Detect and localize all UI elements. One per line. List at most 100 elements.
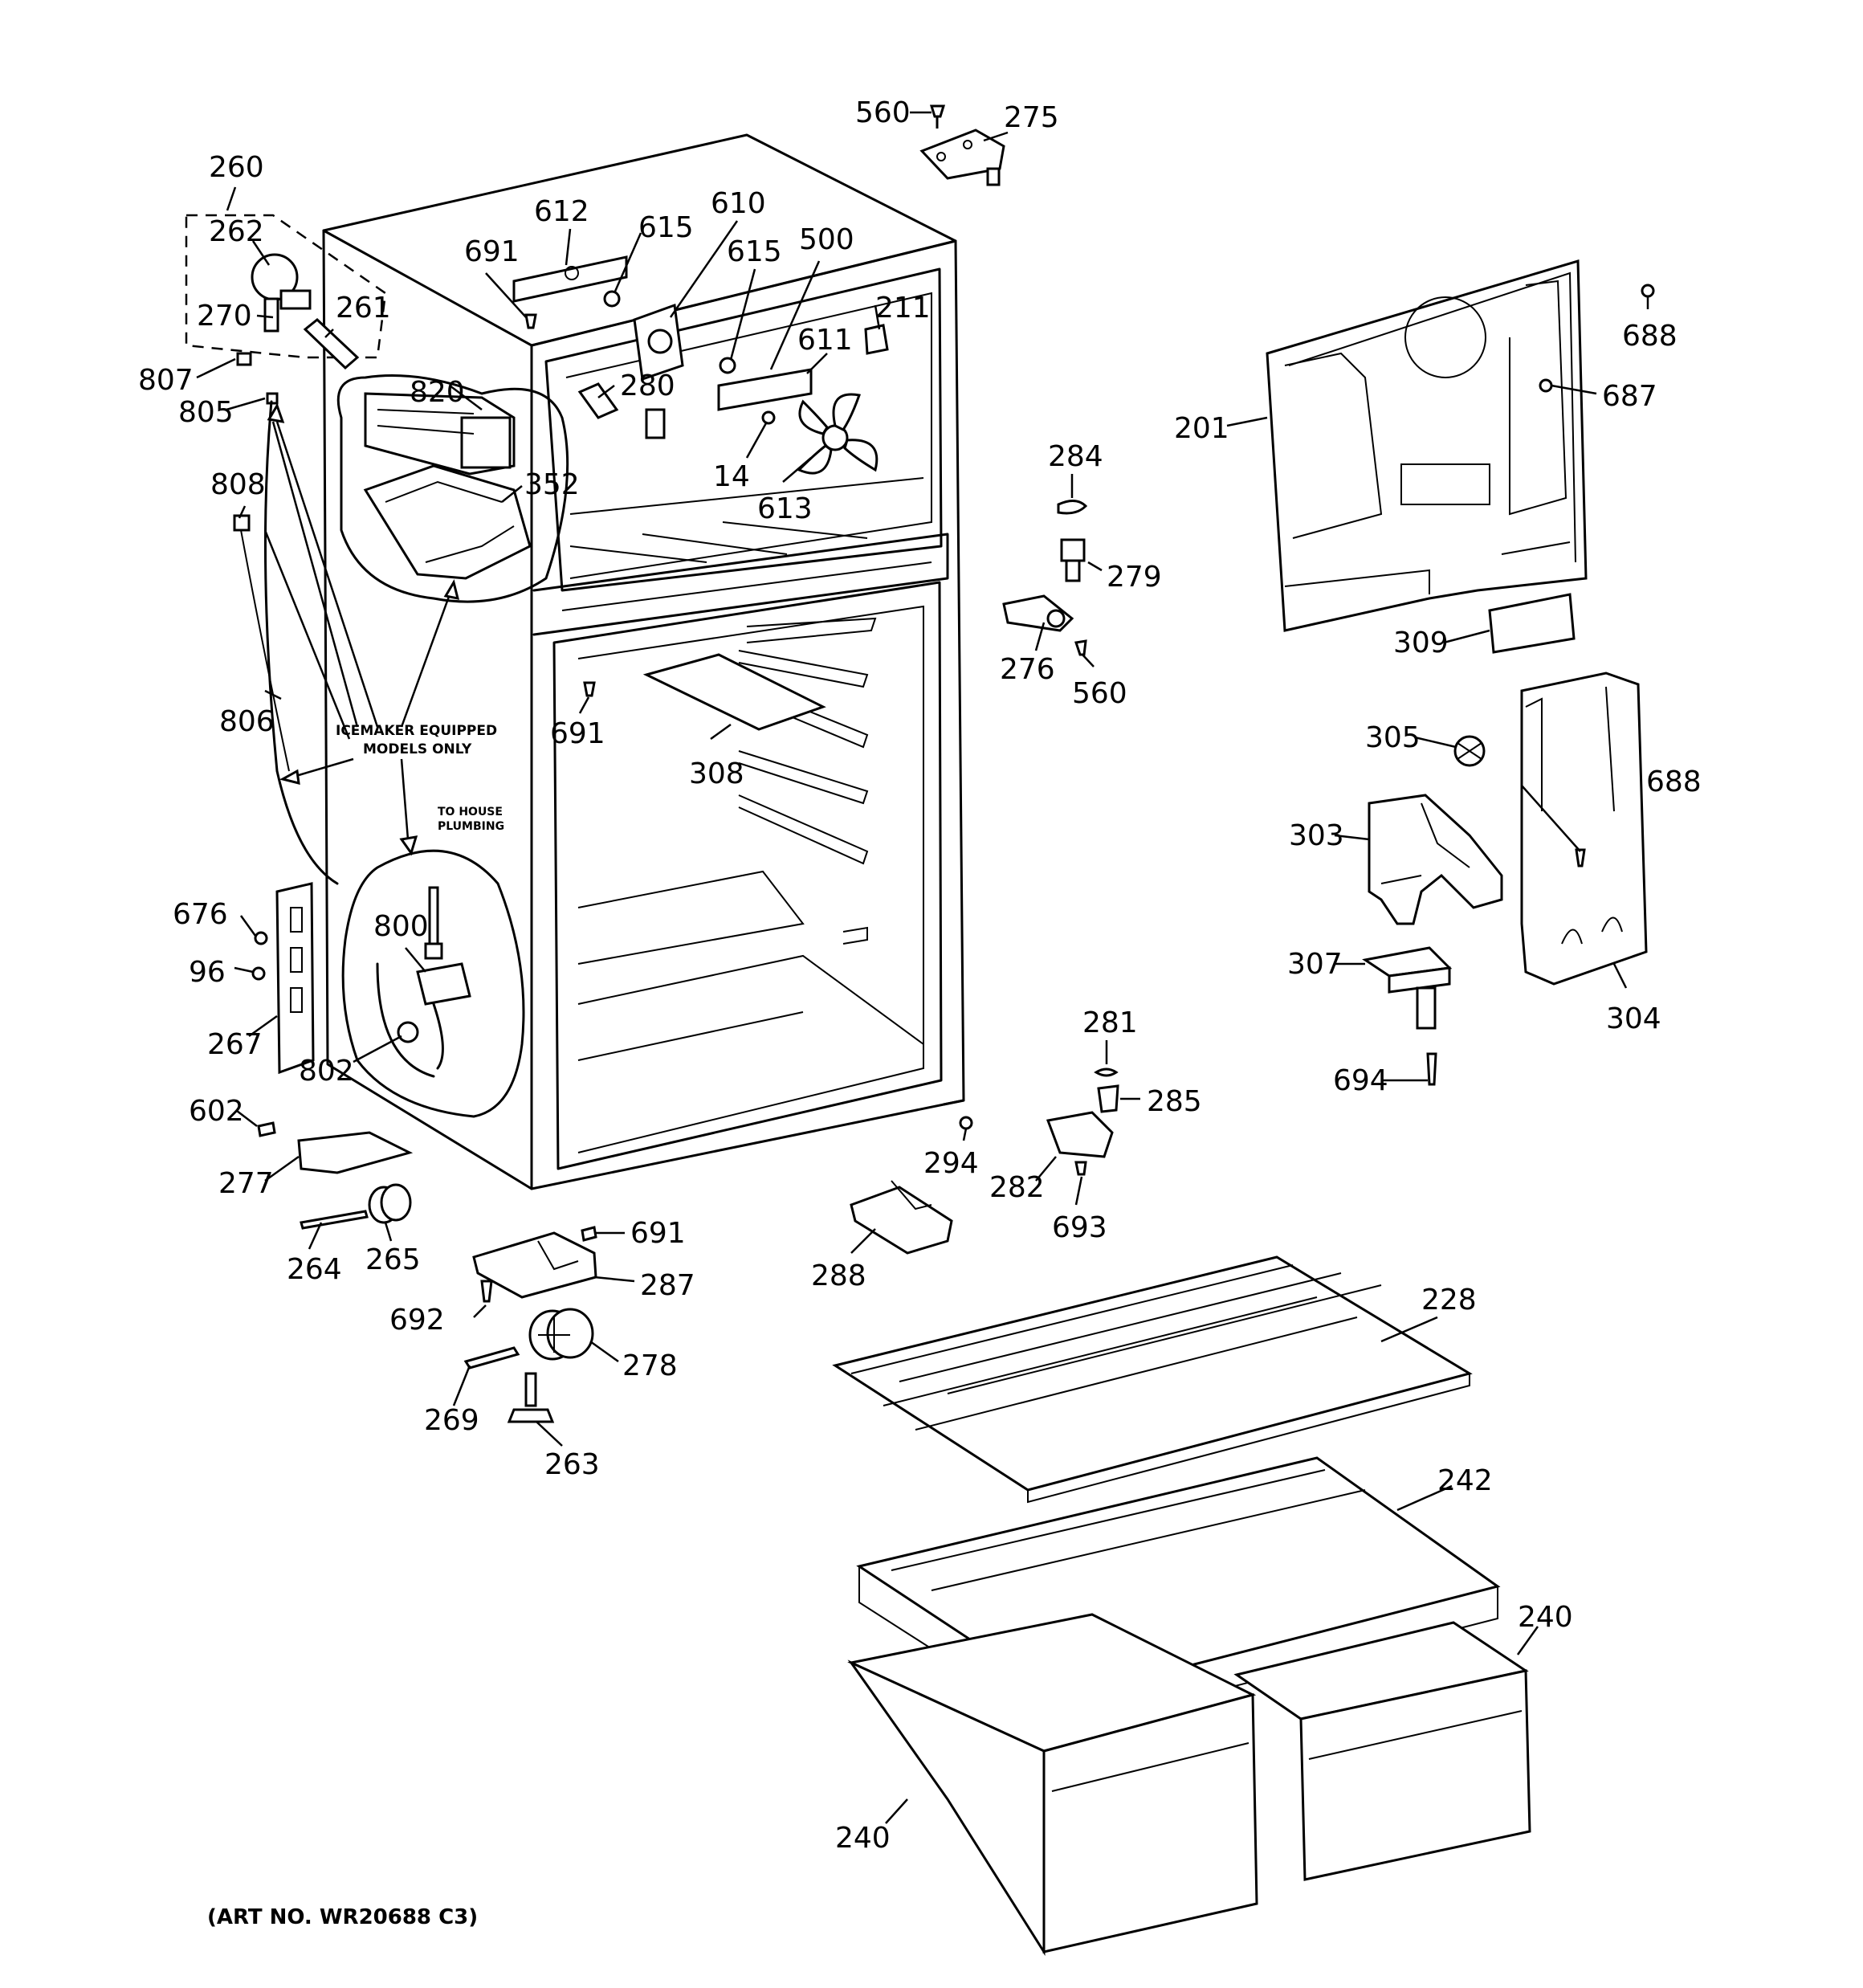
callout-242: 242 (1437, 1464, 1493, 1497)
leveling-leg (507, 1372, 555, 1423)
callout-240-right: 240 (1518, 1601, 1573, 1634)
ice-bucket (363, 464, 532, 580)
callout-294: 294 (923, 1147, 979, 1180)
roller (368, 1183, 412, 1224)
callout-611: 611 (797, 324, 853, 357)
fan-bracket (717, 368, 813, 411)
callout-309: 309 (1393, 627, 1449, 659)
cover-screw-top (1641, 284, 1655, 298)
plumbing-note-line2: PLUMBING (438, 820, 504, 833)
callout-560-top: 560 (855, 96, 911, 129)
screw-602 (257, 1121, 276, 1137)
callout-691-low: 691 (630, 1217, 686, 1250)
callout-802: 802 (299, 1055, 354, 1088)
callout-307: 307 (1287, 948, 1343, 981)
icemaker-cutaway (336, 374, 569, 603)
callout-211: 211 (875, 292, 931, 325)
screw-691-low (581, 1226, 597, 1242)
note-arrows (263, 402, 460, 856)
grommet-b (719, 357, 736, 374)
callout-308: 308 (689, 757, 744, 790)
callout-265: 265 (365, 1243, 421, 1276)
callout-806: 806 (219, 705, 275, 738)
callout-808: 808 (210, 468, 266, 501)
callout-277: 277 (218, 1167, 274, 1200)
top-hinge (919, 129, 1005, 186)
callout-279: 279 (1107, 561, 1162, 594)
callout-263: 263 (544, 1448, 600, 1481)
air-filter (1488, 593, 1576, 654)
callout-261: 261 (336, 292, 391, 325)
bottom-hinge (472, 1231, 597, 1299)
callout-240-left: 240 (835, 1822, 891, 1855)
callout-201: 201 (1174, 412, 1229, 445)
hinge-pin-285 (1097, 1084, 1119, 1113)
art-number: (ART NO. WR20688 C3) (207, 1905, 478, 1929)
icemaker (364, 392, 516, 476)
callout-288: 288 (811, 1259, 866, 1292)
tube-fitting (397, 1021, 419, 1043)
roller-pin (463, 1346, 520, 1370)
tube-clip (236, 352, 252, 366)
wire-harness (263, 400, 339, 885)
callout-labels: 260 262 270 261 807 805 808 806 820 352 … (138, 96, 1702, 1855)
callout-262: 262 (209, 215, 264, 248)
callout-14: 14 (713, 460, 750, 493)
callout-693: 693 (1052, 1211, 1107, 1244)
air-duct (1520, 672, 1648, 986)
front-roller (528, 1308, 594, 1361)
callout-278: 278 (622, 1349, 678, 1382)
callout-264: 264 (287, 1253, 342, 1286)
icemaker-note-line2: MODELS ONLY (363, 741, 472, 757)
hinge-288 (850, 1180, 953, 1255)
callout-805: 805 (178, 396, 234, 429)
callout-610: 610 (711, 187, 766, 220)
evaporator-fan-blade (797, 393, 879, 475)
callout-285: 285 (1147, 1085, 1202, 1118)
callout-500: 500 (799, 223, 854, 256)
duct-screw (1575, 848, 1586, 867)
freezer-shelf (642, 653, 826, 731)
callout-691-top: 691 (464, 235, 520, 268)
callout-612: 612 (534, 195, 589, 228)
screw-691-mid (583, 681, 596, 697)
wire-shelf (832, 1255, 1473, 1504)
center-hinge-screw (1074, 639, 1087, 656)
mounting-bracket (275, 882, 315, 1075)
callout-615-a: 615 (638, 211, 694, 244)
clamp (233, 514, 251, 532)
callout-275: 275 (1004, 101, 1059, 134)
callout-284: 284 (1048, 440, 1103, 473)
leveling-bracket (297, 1131, 414, 1174)
callout-800: 800 (373, 910, 429, 943)
callout-267: 267 (207, 1028, 263, 1061)
hinge-bushing (1057, 500, 1088, 515)
callout-687: 687 (1602, 380, 1657, 413)
screw-691-top (524, 313, 537, 329)
callout-688-mid: 688 (1646, 765, 1702, 798)
callout-692: 692 (389, 1304, 445, 1337)
callout-269: 269 (424, 1404, 479, 1437)
plumbing-note-line1: TO HOUSE (438, 806, 503, 818)
screw-96 (251, 966, 266, 981)
callout-688-top: 688 (1622, 320, 1678, 353)
hinge-282 (1046, 1111, 1114, 1158)
fill-tube (303, 318, 360, 370)
damper-screw (1426, 1052, 1437, 1086)
hinge-screw-top (929, 104, 946, 129)
grommet-a (603, 290, 621, 308)
screw-692 (480, 1280, 493, 1303)
fill-cup (251, 253, 312, 333)
crisper-drawer-right (1233, 1621, 1531, 1881)
damper-housing (1362, 946, 1453, 1030)
light-socket (864, 324, 889, 355)
callout-270: 270 (197, 300, 252, 333)
callout-676: 676 (173, 898, 228, 931)
callout-303: 303 (1289, 819, 1344, 852)
callout-613: 613 (757, 492, 813, 525)
air-diffuser (1368, 794, 1503, 925)
callout-280: 280 (620, 369, 675, 402)
evaporator-cover (1266, 259, 1588, 632)
screw-14 (761, 410, 776, 425)
